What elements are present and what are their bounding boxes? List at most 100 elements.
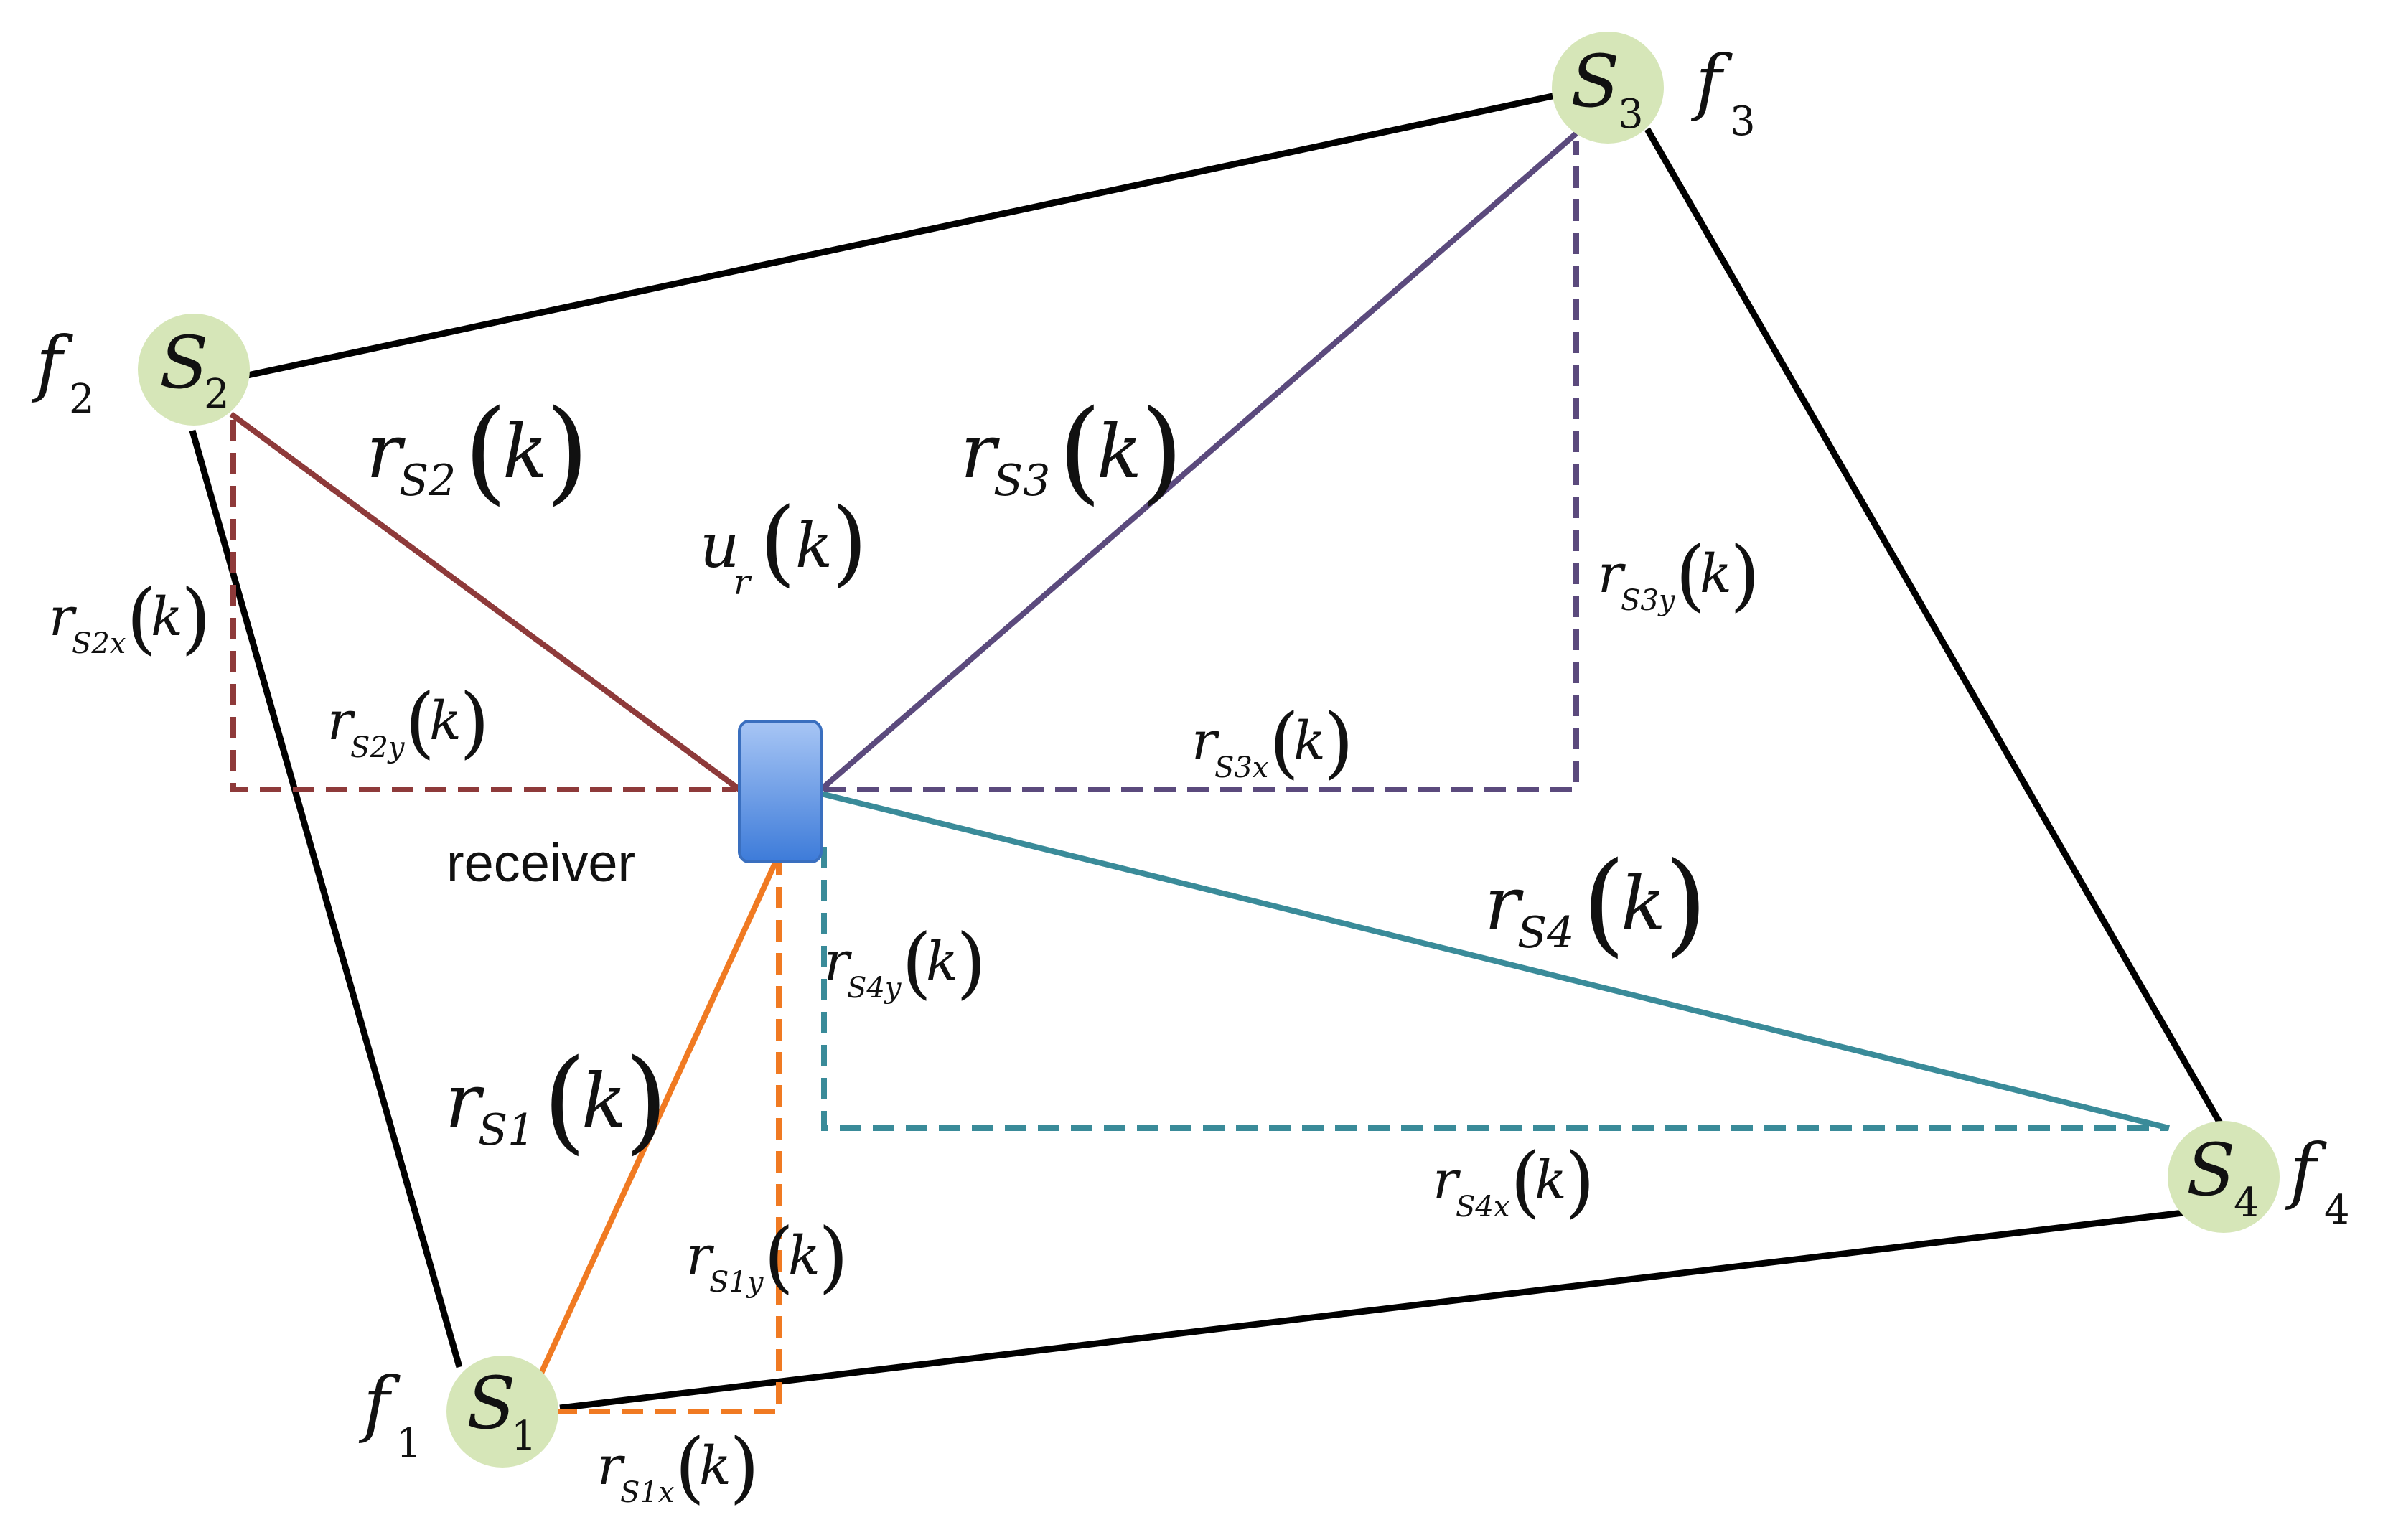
label-r-s2x: r S2x ( k ) <box>49 573 211 663</box>
station-s1[interactable]: S 1 <box>446 1356 558 1468</box>
r-s4-sub: S4 <box>1517 908 1574 958</box>
label-r-s1x: r S1x ( k ) <box>597 1422 759 1512</box>
r-s3-arg: k <box>1097 408 1142 495</box>
r-s2-main: r <box>366 408 406 495</box>
velocity-sub: r <box>734 563 752 603</box>
range-line-s2 <box>229 411 741 792</box>
r-s4y-sub: S4y <box>847 972 902 1005</box>
station-s3-symbol: S <box>1570 39 1620 123</box>
freq-label-f2: f 2 <box>31 321 95 423</box>
r-s1x-open: ( <box>675 1422 705 1512</box>
freq-f4-symbol: f <box>2285 1128 2327 1212</box>
station-s1-node[interactable] <box>446 1356 558 1468</box>
r-s3x-sub: S3x <box>1214 751 1268 784</box>
freq-f2-symbol: f <box>31 321 73 405</box>
r-s2-arg: k <box>502 408 548 495</box>
r-s1-open: ( <box>543 1035 586 1165</box>
velocity-main: u <box>700 510 739 582</box>
component-lines <box>230 141 2168 1414</box>
r-s1y-sub: S1y <box>709 1266 764 1299</box>
frame-edge-s3-s4 <box>1644 127 2226 1130</box>
r-s3y-sub: S3y <box>1621 584 1676 617</box>
station-s3-node[interactable] <box>1552 32 1664 144</box>
label-r-s3: r S3 ( k ) <box>960 385 1184 516</box>
station-s4-index: 4 <box>2234 1180 2260 1226</box>
station-s2[interactable]: S 2 <box>138 314 250 426</box>
r-s2x-arg: k <box>151 586 183 648</box>
station-frame <box>189 91 2226 1412</box>
station-s1-index: 1 <box>511 1413 537 1460</box>
r-s3y-open: ( <box>1675 530 1705 620</box>
r-s1x-sub: S1x <box>620 1476 674 1509</box>
r-s3-sub: S3 <box>993 456 1050 506</box>
r-s2y-open: ( <box>405 677 435 767</box>
r-s3-main: r <box>960 408 1000 495</box>
station-s2-symbol: S <box>159 321 209 405</box>
label-r-s3x: r S3x ( k ) <box>1192 698 1354 787</box>
station-s4[interactable]: S 4 <box>2168 1121 2280 1233</box>
range-line-s1 <box>537 857 780 1378</box>
r-s1x-arg: k <box>699 1435 731 1497</box>
r-s4-open: ( <box>1582 837 1626 968</box>
r-s4y-arg: k <box>926 931 958 992</box>
freq-f1-index: 1 <box>396 1420 422 1467</box>
frame-edge-s1-s2 <box>189 429 463 1368</box>
station-s3[interactable]: S 3 <box>1552 32 1664 144</box>
velocity-open: ( <box>759 487 796 596</box>
r-s2y-close: ) <box>459 677 490 767</box>
r-s4y-open: ( <box>902 918 932 1008</box>
receiver-label: receiver <box>446 833 635 893</box>
freq-f3-index: 3 <box>1730 98 1756 145</box>
r-s4x-open: ( <box>1510 1137 1540 1226</box>
r-s2x-open: ( <box>126 573 156 663</box>
r-s4x-arg: k <box>1535 1150 1567 1211</box>
r-s2-open: ( <box>464 385 507 516</box>
label-r-s4x: r S4x ( k ) <box>1433 1137 1595 1226</box>
receiver-box[interactable] <box>738 720 823 863</box>
r-s1-close: ) <box>624 1035 668 1165</box>
r-s1x-close: ) <box>729 1422 759 1512</box>
range-line-s3 <box>819 131 1578 792</box>
station-s3-index: 3 <box>1618 91 1644 138</box>
r-s3-open: ( <box>1058 385 1102 516</box>
r-s3y-arg: k <box>1700 543 1732 605</box>
range-line-s4 <box>820 791 2170 1131</box>
freq-label-f4: f 4 <box>2285 1128 2350 1234</box>
r-s2-sub: S2 <box>399 456 456 506</box>
station-s4-node[interactable] <box>2168 1121 2280 1233</box>
label-r-s2y: r S2y ( k ) <box>327 677 490 767</box>
station-s1-symbol: S <box>467 1361 516 1445</box>
station-s2-node[interactable] <box>138 314 250 426</box>
r-s1-main: r <box>445 1057 484 1145</box>
r-s3y-close: ) <box>1730 530 1760 620</box>
receiver-velocity-label: u r ( k ) <box>700 487 868 603</box>
r-s2x-close: ) <box>181 573 211 663</box>
r-s3x-arg: k <box>1293 710 1326 772</box>
r-s2-close: ) <box>546 385 589 516</box>
freq-label-f3: f 3 <box>1690 39 1756 145</box>
r-s4x-main: r <box>1433 1150 1461 1211</box>
freq-label-f1: f 1 <box>358 1361 422 1467</box>
r-s1y-open: ( <box>764 1212 794 1302</box>
frame-edge-s2-s3 <box>247 91 1560 379</box>
label-r-s1: r S1 ( k ) <box>445 1035 668 1165</box>
r-s3y-main: r <box>1598 543 1626 605</box>
r-s1y-main: r <box>686 1225 715 1287</box>
r-s3x-close: ) <box>1324 698 1354 787</box>
r-s3x-main: r <box>1192 710 1220 772</box>
station-s4-symbol: S <box>2186 1128 2236 1212</box>
s1-component-dashes <box>557 854 782 1414</box>
r-s1y-close: ) <box>818 1212 848 1302</box>
r-s4x-sub: S4x <box>1456 1191 1509 1224</box>
r-s1-arg: k <box>581 1057 627 1145</box>
label-r-s2: r S2 ( k ) <box>366 385 589 516</box>
label-r-s1y: r S1y ( k ) <box>686 1212 848 1302</box>
r-s4-main: r <box>1484 860 1524 947</box>
freq-f3-symbol: f <box>1690 39 1733 123</box>
freq-f1-symbol: f <box>358 1361 401 1445</box>
r-s2y-main: r <box>327 690 356 752</box>
r-s4y-close: ) <box>956 918 986 1008</box>
r-s4-arg: k <box>1621 860 1666 947</box>
station-s2-index: 2 <box>204 371 230 418</box>
